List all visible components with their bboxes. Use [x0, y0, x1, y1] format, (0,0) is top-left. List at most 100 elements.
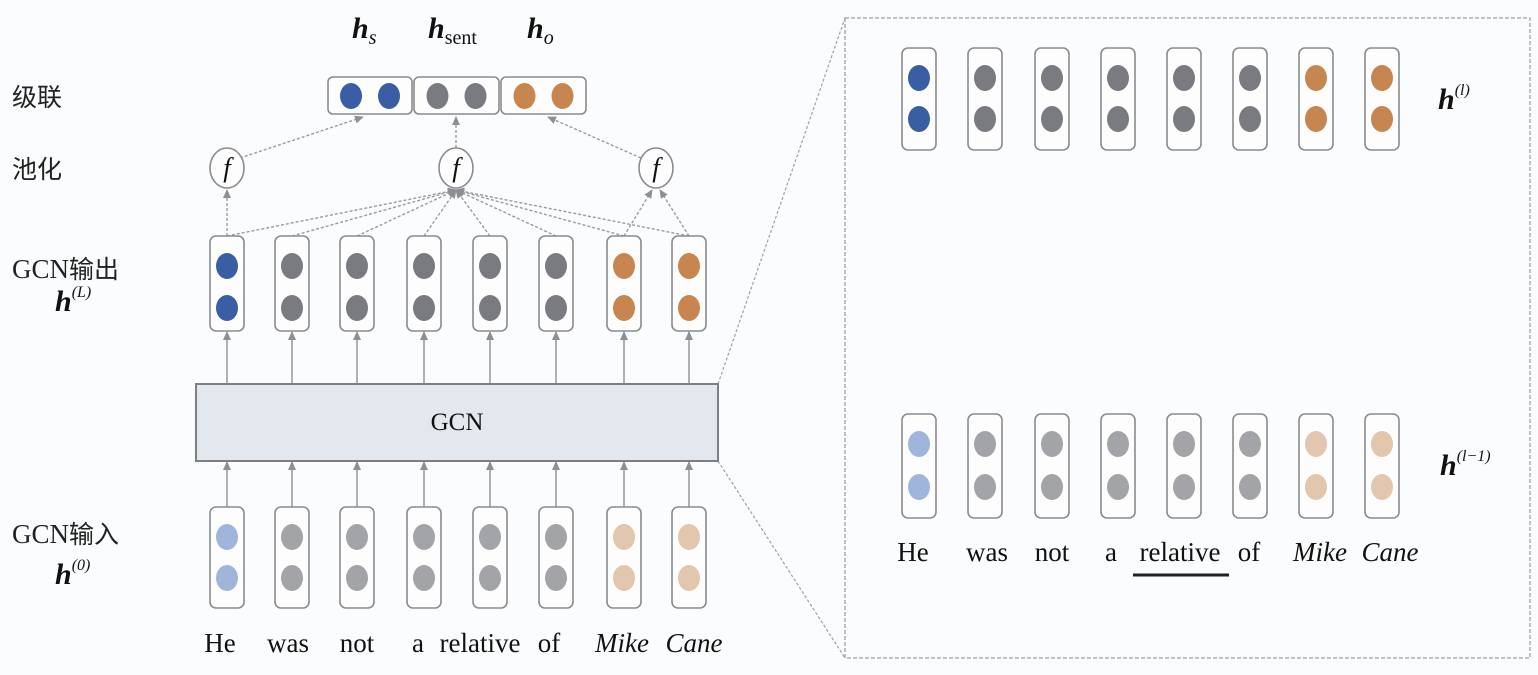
h-l-minus-1-base: h — [1440, 449, 1457, 482]
vector-dot — [1041, 431, 1063, 457]
h-l-label: h(l) — [1438, 82, 1470, 117]
right-word-head: relative — [1139, 537, 1221, 567]
vector-box — [1298, 413, 1334, 519]
h-0-sup: (0) — [71, 557, 91, 574]
h-0-label: h(0) — [55, 557, 90, 592]
left-word: of — [537, 628, 561, 658]
vector-dot — [1173, 431, 1195, 457]
right-word: a — [1105, 537, 1117, 567]
vector-dot — [545, 295, 567, 321]
vector-dot — [1239, 106, 1261, 132]
layer-l-minus-1-vector — [1298, 413, 1334, 519]
vector-dot — [346, 295, 368, 321]
vector-dot — [1239, 431, 1261, 457]
vector-dot — [1371, 65, 1393, 91]
vector-dot — [216, 565, 238, 591]
vector-dot — [216, 295, 238, 321]
left-word-entity: Mike — [595, 628, 649, 658]
vector-dot — [974, 65, 996, 91]
vector-dot — [545, 524, 567, 550]
vector-dot — [346, 253, 368, 279]
vector-dot — [613, 524, 635, 550]
h-s-label: hs — [352, 12, 376, 50]
vector-dot — [908, 431, 930, 457]
h-l-base: h — [1438, 83, 1455, 116]
h-l-sup: (l) — [1454, 82, 1470, 99]
left-word: a — [412, 628, 424, 658]
pool-edge-object — [623, 189, 653, 237]
vector-box — [901, 413, 937, 519]
gcn-output-vector — [606, 235, 642, 332]
vector-box — [1232, 47, 1268, 151]
gcn-output-vector — [274, 235, 310, 332]
node-shapes — [195, 17, 1531, 659]
layer-l-minus-1-vector — [1100, 413, 1136, 519]
vector-dot — [281, 253, 303, 279]
gcn-block-label: GCN — [430, 409, 484, 436]
gcn-output-vector — [671, 235, 707, 332]
gcn-output-vector — [472, 235, 508, 332]
vector-dot — [413, 295, 435, 321]
vector-dot — [1371, 106, 1393, 132]
h-s-base: h — [352, 12, 369, 45]
vector-dot — [678, 295, 700, 321]
vector-dot — [678, 253, 700, 279]
vector-box — [472, 506, 508, 609]
vector-box — [1034, 413, 1070, 519]
row-label-gcn-input: GCN输入 — [12, 515, 119, 551]
h-L-sup: (L) — [71, 284, 92, 301]
concat-segment-other — [413, 76, 500, 115]
layer-l-vector — [1364, 47, 1400, 151]
h-sent-base: h — [428, 12, 445, 45]
vector-box — [606, 506, 642, 609]
gcn-input-suffix: 输入 — [69, 520, 120, 549]
zoom-connector-bottom — [717, 460, 846, 659]
right-word: not — [1034, 537, 1070, 567]
left-word-entity: Cane — [665, 628, 723, 658]
h-sent-sub: sent — [444, 27, 477, 49]
layer-l-minus-1-vector — [967, 413, 1003, 519]
vector-dot — [613, 253, 635, 279]
vector-dot — [281, 524, 303, 550]
vector-dot — [1371, 474, 1393, 500]
pool-edge-object — [659, 189, 690, 237]
gcn-input-vector — [606, 506, 642, 609]
h-o-sub: o — [543, 27, 554, 49]
vector-dot — [908, 106, 930, 132]
h-o-label: ho — [527, 12, 554, 50]
vector-dot — [908, 65, 930, 91]
vector-dot — [413, 524, 435, 550]
gcn-output-vector — [538, 235, 574, 332]
gcn-input-vector — [209, 506, 245, 609]
pool-edge-sentence — [226, 187, 457, 237]
vector-dot — [413, 565, 435, 591]
gcn-output-prefix: GCN — [12, 254, 70, 284]
pool-edge-sentence — [423, 189, 457, 237]
vector-dot — [1173, 106, 1195, 132]
right-word: was — [966, 537, 1008, 567]
vector-box — [1364, 413, 1400, 519]
vector-dot — [340, 83, 362, 109]
h-l-minus-1-label: h(l−1) — [1440, 448, 1491, 483]
pool-edge-sentence — [455, 187, 690, 237]
vector-dot — [1305, 106, 1327, 132]
h-0-base: h — [55, 558, 72, 591]
vector-box — [1100, 413, 1136, 519]
pool-f-sentence: f — [452, 152, 460, 183]
pool-edge-sentence — [455, 188, 625, 237]
vector-dot — [1041, 106, 1063, 132]
pool-f-object: f — [652, 152, 660, 183]
vector-dot — [551, 83, 574, 109]
concat-edge-object — [547, 116, 642, 159]
vector-dot — [346, 524, 368, 550]
pool-edge-sentence — [455, 189, 557, 237]
vector-dot — [479, 295, 501, 321]
zoom-connector-top — [717, 17, 846, 385]
vector-box — [339, 506, 375, 609]
vector-box — [671, 506, 707, 609]
vector-dot — [216, 524, 238, 550]
gcn-output-vector — [339, 235, 375, 332]
row-label-gcn-output: GCN输出 — [12, 250, 119, 286]
pool-circle — [209, 147, 245, 189]
vector-box — [1364, 47, 1400, 151]
